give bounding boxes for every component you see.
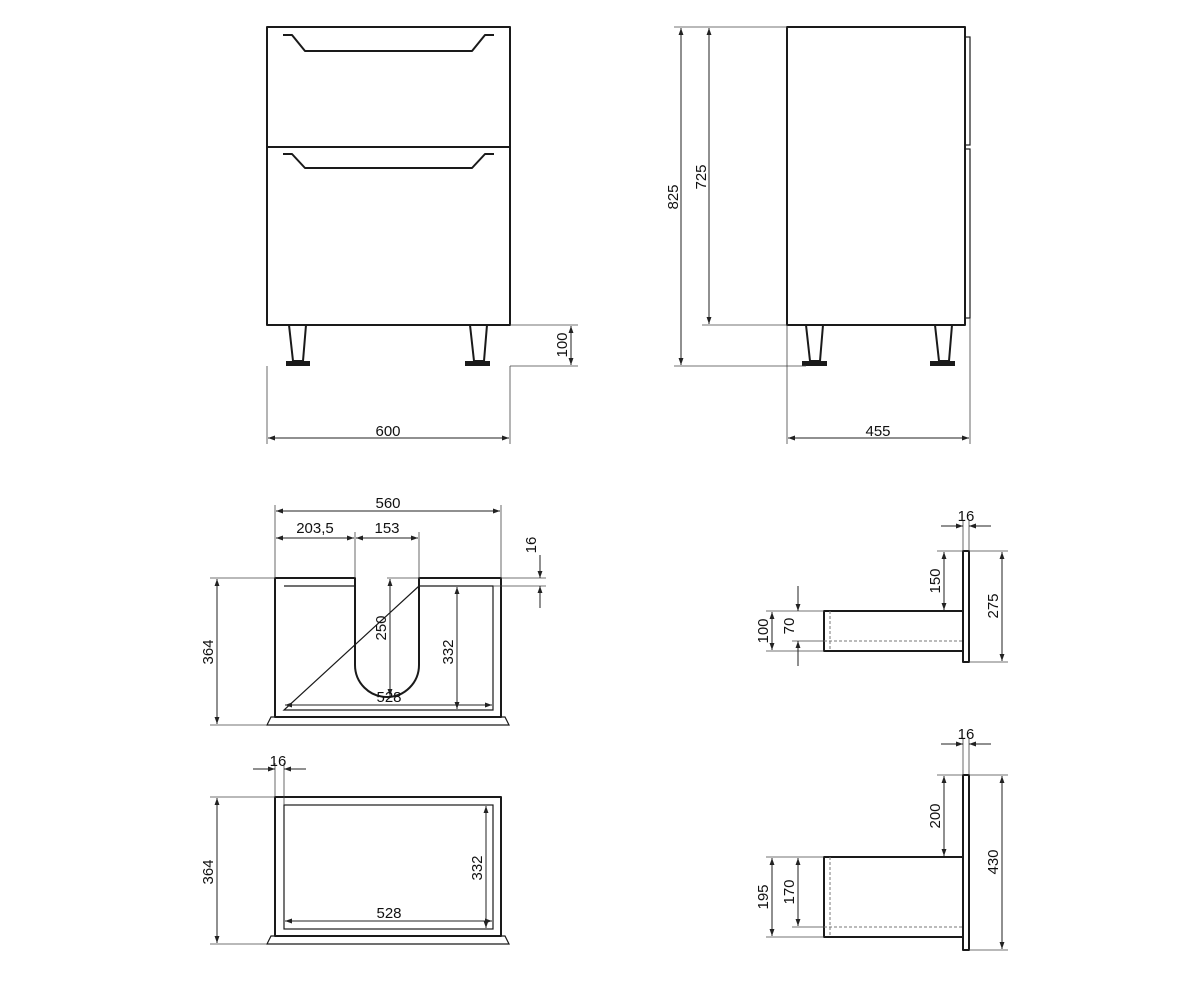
dim-width-560: 560 xyxy=(375,495,400,512)
front-left-leg xyxy=(286,324,310,366)
upper-drawer-front-panel xyxy=(266,716,510,726)
dim-inner-width-528: 528 xyxy=(376,905,401,922)
lower-drawer-front-panel xyxy=(266,935,510,945)
dim-depth-364: 364 xyxy=(200,639,217,664)
upper-drawer-front-plate xyxy=(962,550,970,663)
dim-height-825: 825 xyxy=(665,184,682,209)
lower-drawer-box xyxy=(823,856,964,938)
lower-drawer-plan: 16 364 332 528 xyxy=(200,753,510,945)
dim-depth-364: 364 xyxy=(200,859,217,884)
front-view: 600 100 xyxy=(266,26,578,444)
dim-leg-height-100: 100 xyxy=(554,332,571,357)
upper-drawer-box xyxy=(823,610,964,652)
dim-height-725: 725 xyxy=(693,164,710,189)
cabinet-body-front xyxy=(266,26,511,326)
dim-side-height-70: 70 xyxy=(781,618,798,635)
dim-offset-203-5: 203,5 xyxy=(296,520,334,537)
lower-drawer-handle xyxy=(283,153,494,169)
upper-drawer-handle xyxy=(283,34,494,52)
side-front-leg xyxy=(930,324,955,366)
side-rear-leg xyxy=(802,324,827,366)
front-right-leg xyxy=(465,324,490,366)
dim-front-thickness-16: 16 xyxy=(958,726,975,743)
dim-thickness-16: 16 xyxy=(523,537,540,554)
dim-inner-depth-332: 332 xyxy=(469,855,486,880)
dim-side-height-170: 170 xyxy=(781,879,798,904)
upper-drawer-inner-outline xyxy=(282,585,494,711)
upper-drawer-section: 16 150 275 100 70 xyxy=(755,508,1008,666)
dim-cutout-depth-250: 250 xyxy=(373,615,390,640)
dim-front-height-275: 275 xyxy=(985,593,1002,618)
cabinet-body-side xyxy=(786,26,966,326)
dim-front-height-430: 430 xyxy=(985,849,1002,874)
dim-width-600: 600 xyxy=(375,423,400,440)
upper-drawer-front-edge xyxy=(964,36,971,146)
side-view: 825 725 455 xyxy=(665,26,971,444)
dim-inner-width-528: 528 xyxy=(376,689,401,706)
dim-box-height-100: 100 xyxy=(755,618,772,643)
upper-drawer-plan: 560 203,5 153 16 364 250 332 528 xyxy=(200,495,546,726)
dim-cutout-width-153: 153 xyxy=(374,520,399,537)
lower-drawer-front-edge xyxy=(964,148,971,319)
lower-drawer-inner-outline xyxy=(283,804,494,930)
dim-thickness-16: 16 xyxy=(270,753,287,770)
upper-drawer-outer-outline xyxy=(274,577,502,718)
dim-top-gap-200: 200 xyxy=(927,803,944,828)
dim-top-gap-150: 150 xyxy=(927,568,944,593)
dim-depth-455: 455 xyxy=(865,423,890,440)
lower-drawer-section: 16 200 430 195 170 xyxy=(755,726,1008,951)
dim-box-height-195: 195 xyxy=(755,884,772,909)
dim-inner-depth-332: 332 xyxy=(440,639,457,664)
dim-front-thickness-16: 16 xyxy=(958,508,975,525)
